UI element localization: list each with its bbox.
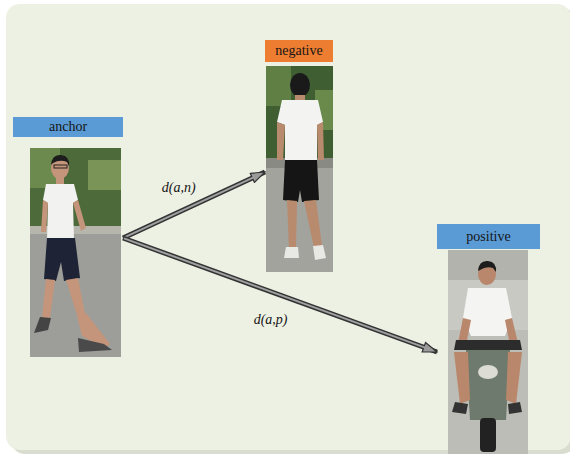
photo-part xyxy=(44,238,80,281)
photo-part xyxy=(88,160,121,190)
photo-part xyxy=(317,122,324,160)
photo-part xyxy=(287,200,297,248)
photo-part xyxy=(478,261,496,272)
photo-part xyxy=(290,73,310,97)
photo-part xyxy=(448,330,528,454)
photo-part xyxy=(51,155,69,166)
photo-part xyxy=(41,200,48,232)
arrow-core xyxy=(124,238,426,348)
photo-part xyxy=(506,352,522,404)
distance-label: d(a,p) xyxy=(252,312,290,328)
photo-part xyxy=(304,200,322,248)
photo-part xyxy=(277,100,323,162)
distance-arrow xyxy=(123,238,437,352)
photo-part xyxy=(466,350,510,420)
photo-part xyxy=(56,178,64,184)
photo-part xyxy=(452,402,468,414)
negative-box: negative xyxy=(265,40,333,272)
anchor-photo xyxy=(30,148,121,357)
photo-part xyxy=(43,184,78,240)
photo-part xyxy=(448,250,528,454)
photo-part xyxy=(266,66,333,272)
photo-part xyxy=(463,288,512,336)
photo-part xyxy=(454,352,470,404)
photo-part xyxy=(34,317,51,333)
photo-part xyxy=(66,278,85,318)
photo-part xyxy=(73,200,86,231)
photo-part xyxy=(284,247,299,258)
distance-arrow xyxy=(123,172,265,238)
photo-part xyxy=(478,365,498,379)
positive-box: positive xyxy=(437,224,540,454)
arrow-core xyxy=(124,177,254,238)
photo-part xyxy=(313,245,326,260)
anchor-box: anchor xyxy=(13,117,123,357)
role-label: positive xyxy=(437,224,540,249)
photo-part xyxy=(480,418,496,452)
photo-part xyxy=(508,402,522,414)
positive-photo xyxy=(448,250,528,454)
panel-ground xyxy=(6,4,570,450)
photo-part xyxy=(78,338,112,352)
negative-photo xyxy=(266,66,333,272)
photo-part xyxy=(30,148,121,357)
photo-part xyxy=(42,279,55,318)
arrow-outline xyxy=(123,238,437,352)
role-label: anchor xyxy=(13,117,123,137)
arrow-outline xyxy=(123,172,265,238)
photo-part xyxy=(283,160,319,202)
photo-part xyxy=(454,340,522,350)
role-label: negative xyxy=(265,40,333,62)
distance-label: d(a,n) xyxy=(160,180,198,196)
photo-part xyxy=(277,122,285,160)
photo-part xyxy=(54,165,67,168)
